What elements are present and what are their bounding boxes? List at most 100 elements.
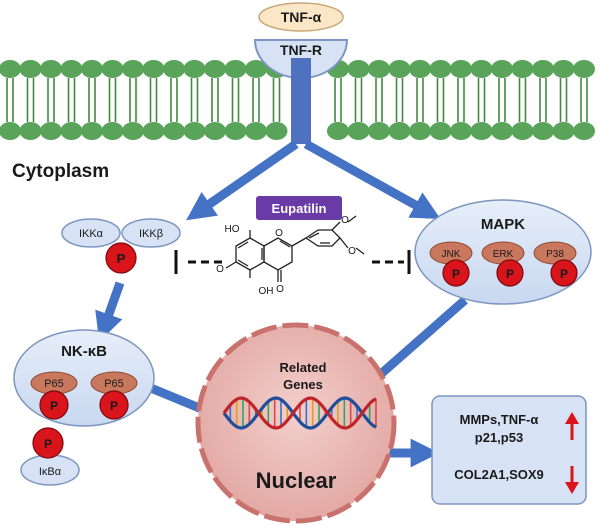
- ikba-complex: IκBα P: [20, 427, 80, 486]
- tnf-ligand: TNF-α: [258, 2, 344, 32]
- lipid-head-outer: [347, 60, 370, 78]
- lipid-head-outer: [81, 60, 103, 78]
- lipid-head-inner: [142, 122, 165, 140]
- lipid-head-inner: [163, 122, 185, 140]
- lipid-head-outer: [101, 60, 124, 78]
- lipid-head-inner: [204, 122, 226, 140]
- lipid-head-inner: [491, 122, 513, 140]
- outcome-box: MMPs,TNF-α p21,p53 COL2A1,SOX9: [431, 395, 587, 505]
- lipid-head-outer: [224, 60, 247, 78]
- hydroxyl-top: HO: [225, 224, 240, 235]
- down-arrow-icon: [565, 466, 579, 494]
- lipid-head-outer: [142, 60, 165, 78]
- methoxy-oxygen-right: O: [348, 246, 356, 257]
- lipid-head-inner: [265, 122, 288, 140]
- lipid-head-outer: [60, 60, 83, 78]
- jnk-phospho-label: P: [452, 267, 460, 281]
- lipid-head-outer: [19, 60, 42, 78]
- upregulated-line2: p21,p53: [475, 430, 523, 445]
- lipid-head-outer: [183, 60, 206, 78]
- p38-label: P38: [546, 249, 564, 260]
- p65-phospho-label-left: P: [50, 399, 58, 413]
- eupatilin-badge: Eupatilin: [256, 196, 342, 220]
- ring-oxygen: O: [275, 228, 283, 239]
- p38-phospho-label: P: [560, 267, 568, 281]
- eupatilin-label: Eupatilin: [272, 201, 327, 216]
- lipid-head-outer: [573, 60, 595, 78]
- up-arrow-icon: [565, 412, 579, 440]
- arrow-receptor-to-mapk: [303, 140, 441, 220]
- mapk-title: MAPK: [481, 216, 525, 233]
- lipid-head-inner: [101, 122, 124, 140]
- methoxy-oxygen-left: O: [216, 264, 224, 275]
- lipid-head-outer: [0, 60, 21, 78]
- p65-phospho-label-right: P: [110, 399, 118, 413]
- hydroxyl-bottom: OH: [259, 286, 274, 297]
- cytoplasm-label: Cytoplasm: [12, 161, 109, 182]
- genes-label-line1: Related: [280, 360, 327, 375]
- cell-membrane: [0, 60, 595, 140]
- ikba-phospho: [32, 427, 64, 459]
- inhibition-left: [174, 250, 222, 274]
- ikk-beta-label: IKKβ: [139, 228, 163, 240]
- dna-strand: [222, 396, 377, 430]
- p65-label-left: P65: [44, 378, 64, 390]
- lipid-head-inner: [573, 122, 595, 140]
- ikk-beta-node: [121, 218, 181, 248]
- lipid-head-inner: [511, 122, 534, 140]
- lipid-head-outer: [470, 60, 493, 78]
- dna-strand: [222, 396, 377, 430]
- lipid-head-inner: [81, 122, 103, 140]
- carbonyl-oxygen: O: [276, 284, 284, 295]
- p65-label-right: P65: [104, 378, 124, 390]
- ikk-alpha-node: [61, 218, 121, 248]
- ikba-phospho-label: P: [44, 437, 52, 451]
- tnf-receptor: TNF-R: [253, 39, 349, 144]
- lipid-head-outer: [368, 60, 390, 78]
- lipid-head-inner: [347, 122, 370, 140]
- eupatilin-structure-labels: HO OH O O O O O: [216, 215, 356, 297]
- lipid-head-outer: [429, 60, 452, 78]
- lipid-head-inner: [19, 122, 42, 140]
- arrow-ikk-to-nfkb: [95, 281, 125, 342]
- downregulated-genes: COL2A1,SOX9: [454, 467, 544, 482]
- ligand-label: TNF-α: [281, 9, 322, 25]
- lipid-head-outer: [40, 60, 62, 78]
- jnk-label: JNK: [442, 249, 461, 260]
- nfkb-complex: NK-κB P65 P65 P P: [13, 329, 155, 427]
- lipid-head-inner: [388, 122, 411, 140]
- lipid-head-inner: [470, 122, 493, 140]
- erk-phospho-label: P: [506, 267, 514, 281]
- lipid-head-outer: [245, 60, 267, 78]
- lipid-head-inner: [409, 122, 431, 140]
- receptor-label: TNF-R: [280, 42, 322, 58]
- lipid-head-outer: [122, 60, 144, 78]
- p65-phospho-left: [39, 390, 69, 420]
- erk-label: ERK: [493, 249, 514, 260]
- nfkb-title: NK-κB: [61, 343, 107, 360]
- lipid-head-outer: [450, 60, 472, 78]
- lipid-head-inner: [368, 122, 390, 140]
- lipid-head-outer: [204, 60, 226, 78]
- ikba-label: IκBα: [39, 466, 62, 478]
- dna-helix: [222, 396, 377, 430]
- nuclear-label: Nuclear: [256, 468, 337, 493]
- lipid-head-inner: [532, 122, 554, 140]
- p65-phospho-right: [99, 390, 129, 420]
- mapk-complex: MAPK JNK ERK P38 P P P: [414, 199, 592, 305]
- lipid-head-outer: [532, 60, 554, 78]
- lipid-head-inner: [450, 122, 472, 140]
- jnk-phospho: [442, 259, 470, 287]
- lipid-head-inner: [429, 122, 452, 140]
- ikk-alpha-label: IKKα: [79, 228, 104, 240]
- ikk-complex: IKKα IKKβ P: [61, 218, 181, 274]
- ikk-phospho-label: P: [117, 251, 126, 266]
- nucleus: Related Genes Nuclear: [195, 322, 397, 524]
- arrow-receptor-to-ikk: [186, 140, 299, 221]
- upregulated-line1: MMPs,TNF-α: [460, 412, 539, 427]
- erk-phospho: [496, 259, 524, 287]
- lipid-head-outer: [511, 60, 534, 78]
- lipid-head-outer: [409, 60, 431, 78]
